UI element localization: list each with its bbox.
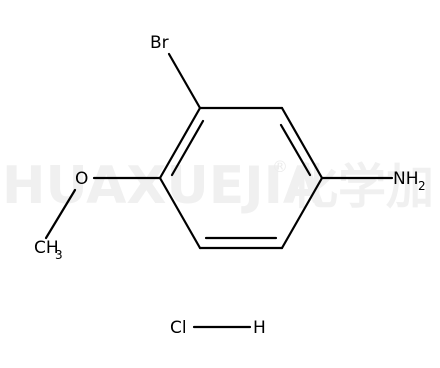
ring-bond-upper-left-inner <box>170 119 205 177</box>
benzene-ring <box>158 106 324 250</box>
oxygen-label: O <box>75 169 88 189</box>
methyl-subscript: 3 <box>55 248 63 262</box>
ring-bond-upper-left <box>158 106 202 180</box>
bromo-bond <box>167 52 202 110</box>
bromine-label: Br <box>150 33 169 53</box>
chlorine-label: Cl <box>170 318 187 338</box>
amine-label: NH <box>393 169 419 189</box>
methyl-bond <box>44 188 77 240</box>
watermark: HUAXUEJIA ® 化学加 <box>2 156 434 216</box>
ring-bond-upper-right-inner <box>279 123 312 177</box>
atom-labels: Br O CH 3 NH 2 Cl H <box>34 33 426 338</box>
watermark-cjk-text: 化学加 <box>290 159 434 215</box>
ring-bond-upper-right <box>280 106 324 180</box>
ring-bond-lower-right <box>280 176 324 250</box>
amine-subscript: 2 <box>418 179 426 193</box>
substituent-bonds <box>44 52 394 329</box>
watermark-registered-mark: ® <box>272 157 288 176</box>
hydrogen-label: H <box>253 318 266 338</box>
ring-bond-lower-left <box>158 176 202 250</box>
watermark-text: HUAXUEJIA <box>2 156 323 216</box>
methyl-label: CH <box>34 238 59 258</box>
